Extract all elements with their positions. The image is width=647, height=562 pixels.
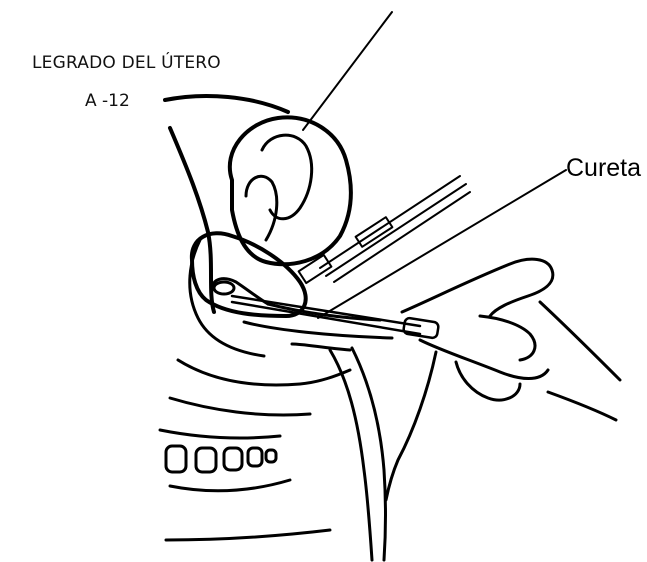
abdominal-contour <box>170 128 214 312</box>
wrist-line-2 <box>548 392 616 420</box>
cureta-label: Cureta <box>566 154 641 182</box>
hand-outline <box>402 259 553 316</box>
vertebrae <box>166 446 276 472</box>
buttock-contour <box>178 360 350 385</box>
bowel-leader-line <box>303 12 392 130</box>
uterine-cavity-inner <box>214 282 234 294</box>
cervix-fold <box>292 344 350 350</box>
sacrum-curve <box>170 480 290 491</box>
spine-outline <box>160 430 280 438</box>
thigh-line <box>386 352 436 500</box>
lower-contour <box>166 530 330 540</box>
hand-knuckles <box>480 316 535 360</box>
dilator-instrument <box>299 176 470 283</box>
bowel-inner-loop-2 <box>246 176 277 240</box>
bowel-inner-loop <box>262 135 312 219</box>
abdominal-wall-line <box>165 96 288 112</box>
lower-back-contour <box>170 398 310 415</box>
wrist-line <box>540 302 620 380</box>
hand-fingers <box>420 340 548 379</box>
